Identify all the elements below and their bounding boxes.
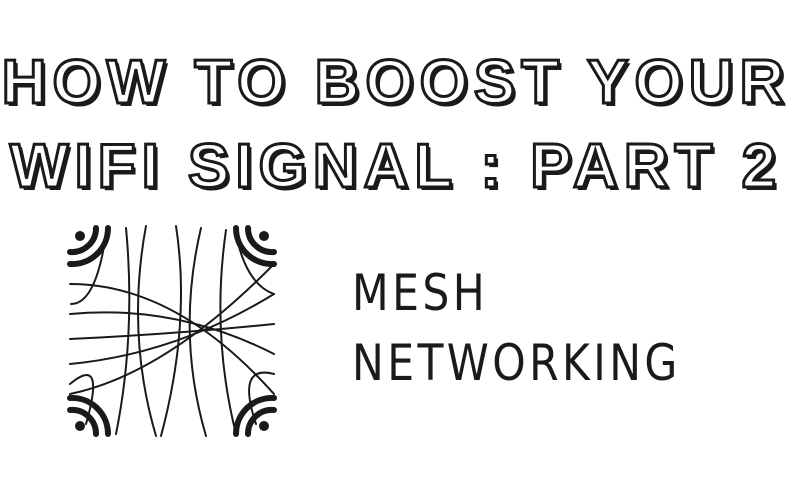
- wifi-icon-top-right: [232, 225, 277, 268]
- title-line-2: WIFI SIGNAL : PART 2: [8, 132, 783, 201]
- mesh-curves: [69, 225, 275, 437]
- wifi-icon-bottom-right: [232, 394, 277, 437]
- subtitle-line-2: NETWORKING: [352, 334, 681, 392]
- mesh-network-illustration: [67, 225, 277, 437]
- title-line-1: HOW TO BOOST YOUR: [0, 48, 791, 117]
- wifi-icon-top-left: [67, 225, 112, 268]
- subtitle-line-1: MESH: [352, 264, 489, 322]
